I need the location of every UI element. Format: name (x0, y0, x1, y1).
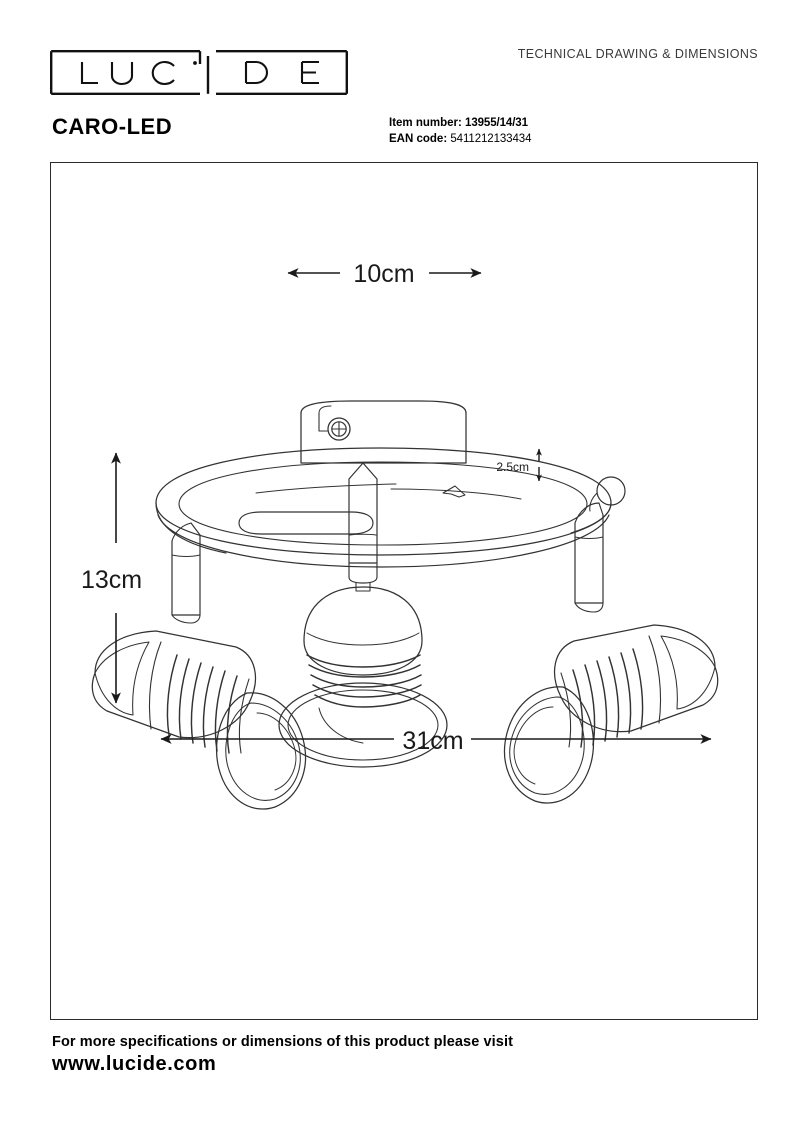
cross-tube (238, 511, 374, 535)
base-ring-inner (178, 461, 588, 546)
item-number-row: Item number: 13955/14/31 (389, 115, 531, 131)
base-ring-outer (155, 447, 612, 556)
mount-screw-outer (327, 417, 351, 441)
right-reflector-inner (509, 696, 585, 795)
dim-31cm-label: 31cm (402, 727, 463, 755)
right-head-body (553, 624, 719, 733)
dim-13cm-label: 13cm (81, 566, 142, 594)
center-reflector-outer (278, 682, 448, 768)
page-title: CARO-LED (52, 114, 173, 139)
ean-code-separator: : (443, 133, 448, 145)
center-reflector-inner (287, 689, 439, 761)
technical-drawing: 10cm 2.5cm 13cm 31cm (81, 260, 719, 810)
mount-screw-cross (331, 421, 347, 437)
ean-code-value: 5411212133434 (450, 133, 532, 145)
right-head-nose (660, 635, 716, 710)
left-head-nose (94, 641, 150, 716)
product-codes: Item number: 13955/14/31 EAN code: 54112… (389, 115, 531, 147)
item-number-label: Item number: (389, 117, 462, 129)
header-caption: TECHNICAL DRAWING & DIMENSIONS (517, 47, 758, 61)
right-arm (574, 514, 604, 604)
left-head-body (91, 630, 257, 739)
item-number-value: 13955/14/31 (465, 117, 528, 129)
footer-text: For more specifications or dimensions of… (52, 1034, 514, 1050)
dim-25cm-label: 2.5cm (496, 460, 529, 474)
technical-drawing-frame: 10cm 2.5cm 13cm 31cm (50, 162, 758, 1020)
mount-plate-top (300, 400, 467, 414)
ring-end-cap (596, 476, 626, 506)
right-reflector-outer (503, 686, 595, 804)
center-bracket (348, 462, 378, 515)
ean-code-row: EAN code: 5411212133434 (389, 131, 531, 147)
footer-website[interactable]: www.lucide.com (52, 1053, 217, 1075)
dim-10cm-label: 10cm (353, 260, 414, 288)
ean-code-label: EAN code (389, 133, 444, 145)
lucide-logo-mark (50, 50, 348, 95)
mount-plate-body (300, 412, 467, 464)
lucide-logo (50, 50, 348, 95)
left-reflector-outer (215, 692, 307, 810)
footer: For more specifications or dimensions of… (52, 1034, 752, 1076)
center-lamp-dome (303, 586, 423, 676)
left-arm (171, 534, 201, 616)
bracket-fin (442, 485, 466, 498)
